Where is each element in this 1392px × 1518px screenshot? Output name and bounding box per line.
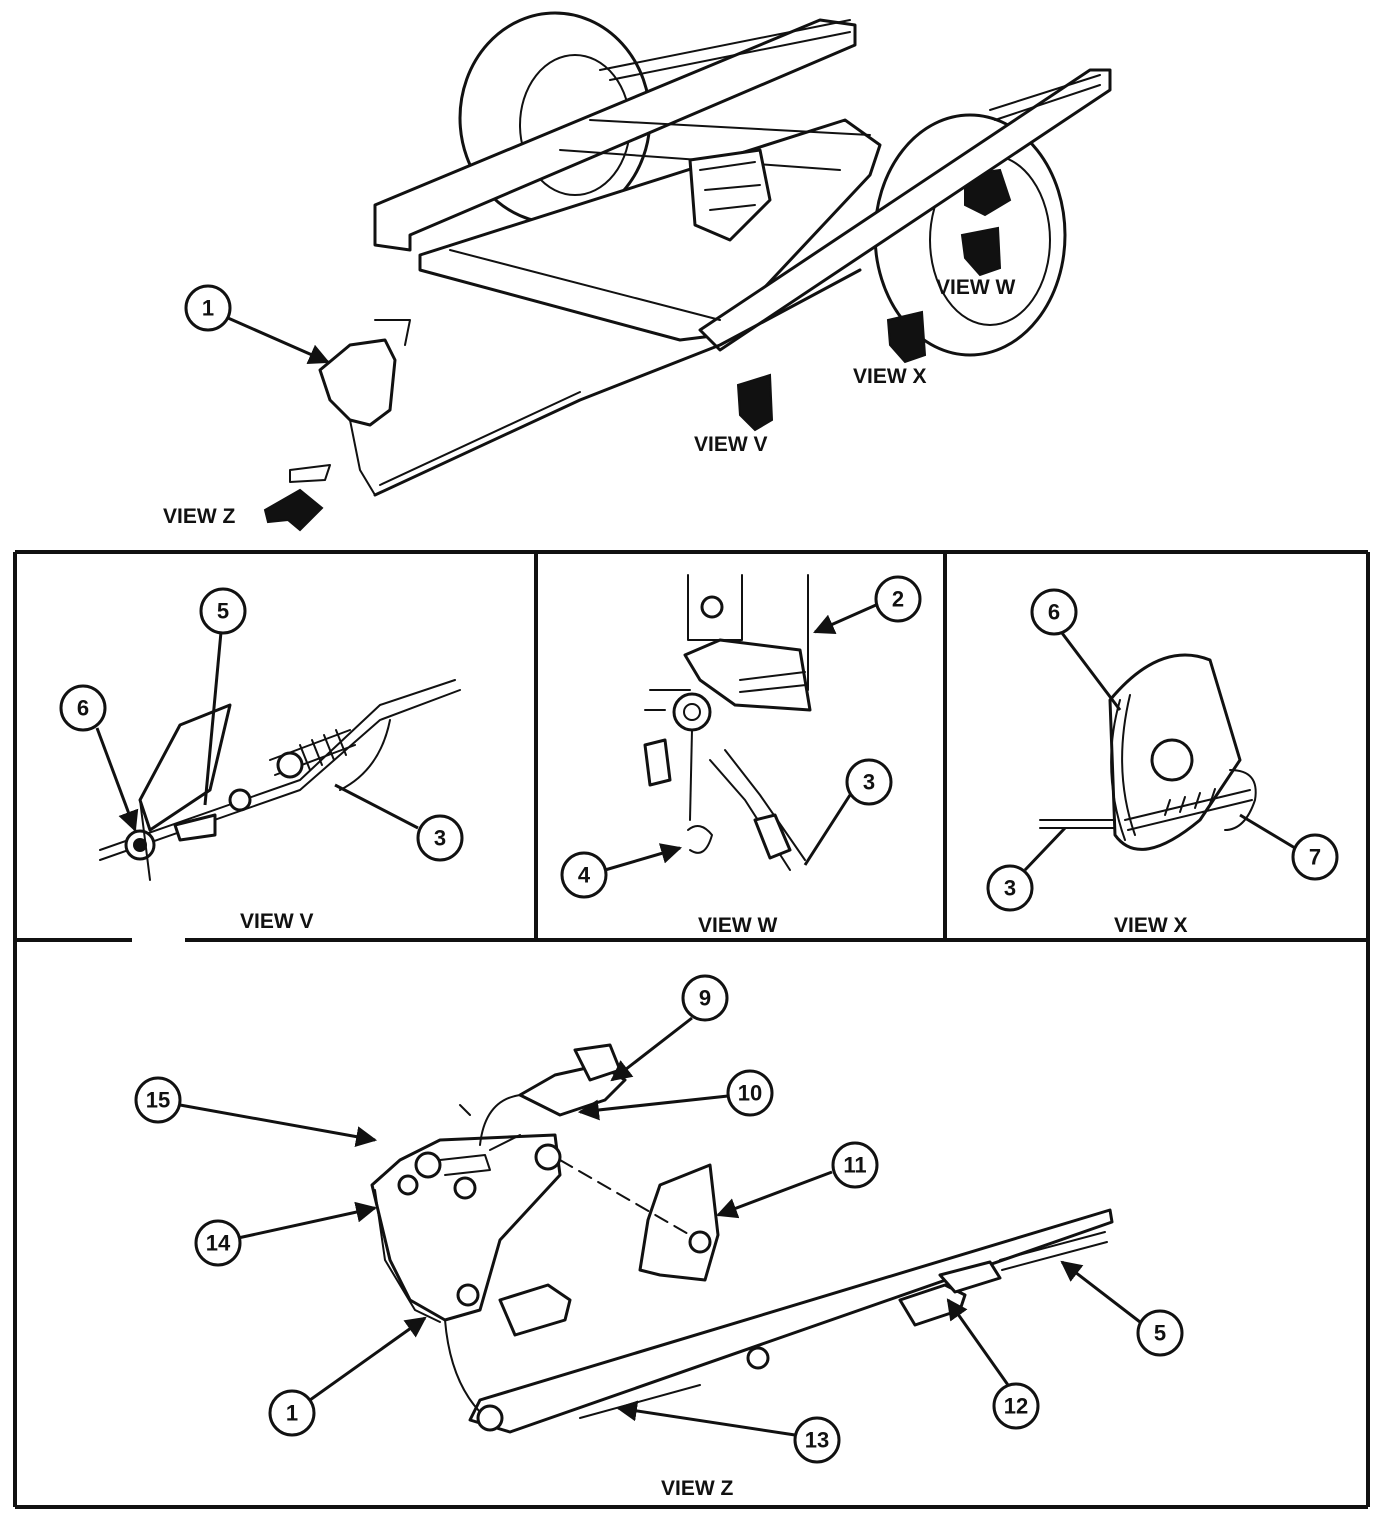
callout-7 xyxy=(1291,833,1339,881)
view-z-caption: VIEW Z xyxy=(661,1477,734,1500)
callout-4 xyxy=(560,851,608,899)
callout-1 xyxy=(184,284,232,332)
callout-1-z-text: 1 xyxy=(286,1401,298,1426)
callout-6 xyxy=(59,684,107,732)
callout-9-text: 9 xyxy=(699,986,711,1011)
view-v-label: VIEW V xyxy=(694,433,768,456)
callout-3-x xyxy=(986,864,1034,912)
view-w-label: VIEW W xyxy=(936,276,1016,299)
callout-11 xyxy=(831,1141,879,1189)
callout-15-text: 15 xyxy=(146,1088,170,1113)
callout-12-text: 12 xyxy=(1004,1394,1028,1419)
callout-13 xyxy=(793,1416,841,1464)
view-v-caption: VIEW V xyxy=(240,910,314,933)
callout-3-w-text: 3 xyxy=(863,770,875,795)
callout-3 xyxy=(416,814,464,862)
view-w-caption: VIEW W xyxy=(698,914,778,937)
callout-2 xyxy=(874,575,922,623)
callout-1-text: 1 xyxy=(202,296,214,321)
callout-5-z-text: 5 xyxy=(1154,1321,1166,1346)
callout-5-z xyxy=(1136,1309,1184,1357)
callout-10 xyxy=(726,1069,774,1117)
callout-5 xyxy=(199,587,247,635)
view-x-label: VIEW X xyxy=(853,365,927,388)
callout-5-text: 5 xyxy=(217,599,229,624)
view-w-detail xyxy=(643,574,812,871)
callout-3-text: 3 xyxy=(434,826,446,851)
callout-15 xyxy=(134,1076,182,1124)
callout-1-z xyxy=(268,1389,316,1437)
callout-11-text: 11 xyxy=(843,1153,866,1178)
callout-13-text: 13 xyxy=(805,1428,829,1453)
callout-2-text: 2 xyxy=(892,587,904,612)
callout-3-w xyxy=(845,758,893,806)
callout-10-text: 10 xyxy=(738,1081,762,1106)
callout-12 xyxy=(992,1382,1040,1430)
view-x-detail xyxy=(1039,653,1257,851)
detail-panels-frame xyxy=(13,550,1370,1509)
view-z-label: VIEW Z xyxy=(163,505,236,528)
view-z-detail xyxy=(370,1043,1114,1434)
view-x-caption: VIEW X xyxy=(1114,914,1188,937)
callout-6-x xyxy=(1030,588,1078,636)
callout-6-text: 6 xyxy=(77,696,89,721)
view-v-detail xyxy=(99,679,461,881)
vehicle-chassis-illustration xyxy=(263,11,1112,532)
callout-7-text: 7 xyxy=(1309,845,1321,870)
callout-14 xyxy=(194,1219,242,1267)
callout-6-x-text: 6 xyxy=(1048,600,1060,625)
callout-14-text: 14 xyxy=(206,1231,231,1256)
callout-3-x-text: 3 xyxy=(1004,876,1016,901)
callout-9 xyxy=(681,974,729,1022)
callout-4-text: 4 xyxy=(578,863,591,888)
